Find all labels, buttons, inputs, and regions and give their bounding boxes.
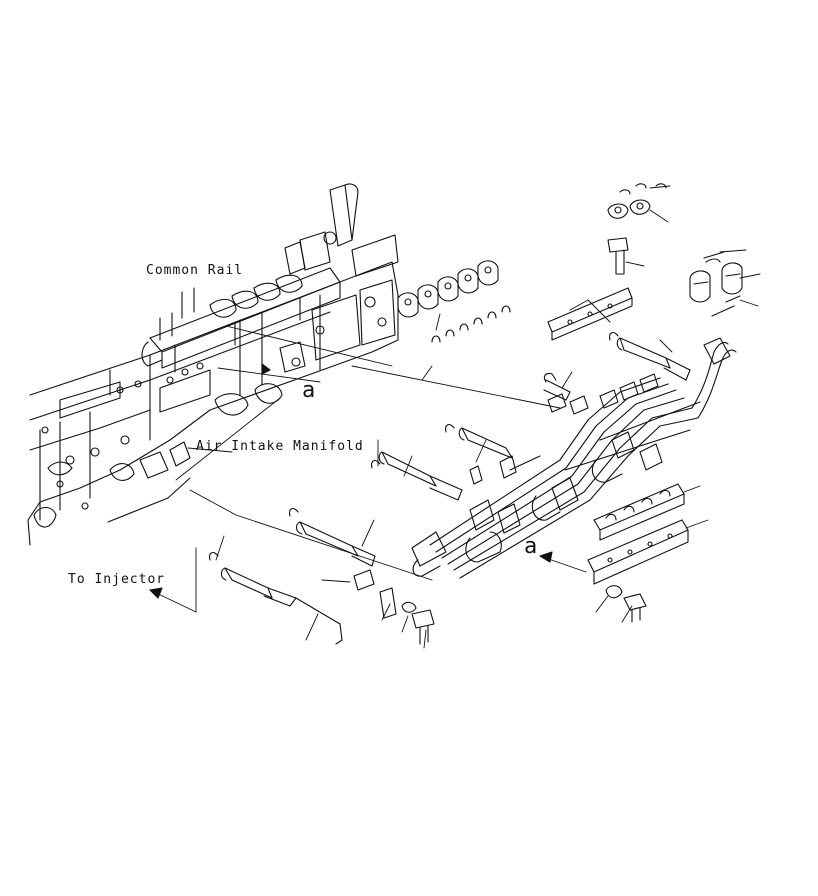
view-a-marker-left: a (302, 378, 316, 403)
air-intake-manifold-label: Air Intake Manifold (196, 439, 364, 454)
arrow-heads (150, 364, 552, 598)
to-injector-label: To Injector (68, 572, 166, 587)
common-rail-label: Common Rail (146, 263, 244, 278)
leader-lines (150, 186, 760, 648)
engine-block (28, 262, 398, 545)
sleeve-tubes (221, 338, 690, 644)
fasteners (210, 184, 742, 644)
view-a-marker-right: a (524, 534, 538, 559)
common-rail (142, 184, 398, 395)
injection-pipes (412, 338, 736, 578)
